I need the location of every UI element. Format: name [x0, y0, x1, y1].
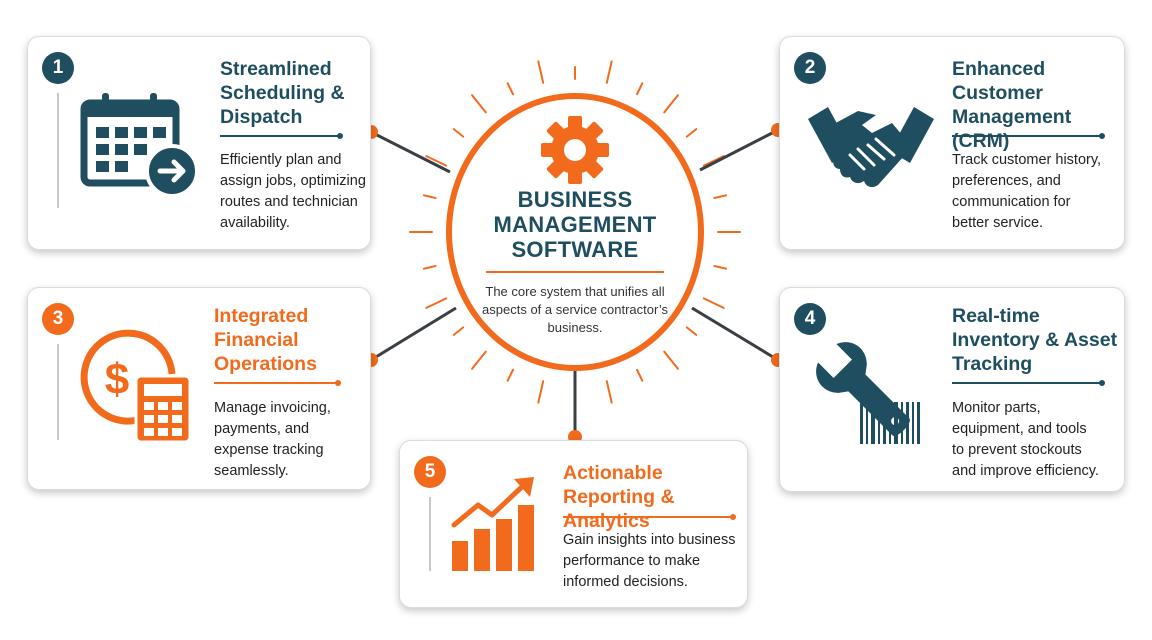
- sunburst-ray: [663, 94, 679, 114]
- sunburst-ray: [702, 297, 725, 309]
- connector-1: [370, 130, 451, 174]
- step-number-badge: 4: [794, 303, 826, 335]
- card-title-rule: [952, 133, 1105, 139]
- sunburst-ray: [537, 380, 545, 404]
- sunburst-ray: [422, 265, 437, 270]
- card-title-rule: [952, 380, 1105, 386]
- gear-icon: [541, 116, 609, 184]
- feature-card-reporting: 5 Actionable Reporting & Analytics Gain …: [399, 440, 748, 608]
- sunburst-ray: [713, 265, 728, 270]
- sunburst-ray: [663, 350, 679, 370]
- step-number-badge: 3: [42, 303, 74, 335]
- sunburst-ray: [452, 326, 465, 336]
- card-title: Streamlined Scheduling & Dispatch: [220, 58, 345, 128]
- wrench-barcode-icon: [816, 342, 920, 444]
- sunburst-ray: [471, 350, 487, 370]
- center-title: BUSINESS MANAGEMENT SOFTWARE: [493, 187, 657, 262]
- sunburst-ray: [685, 128, 698, 138]
- calendar-arrow-icon: [80, 93, 199, 197]
- feature-card-crm: 2 Enhanced Customer Management (CRM) Tra…: [779, 36, 1125, 250]
- step-number-badge: 5: [414, 456, 446, 488]
- center-description: The core system that unifies all aspects…: [482, 284, 668, 335]
- bar-chart-arrow-icon: [451, 477, 534, 571]
- sunburst-ray: [506, 82, 514, 96]
- card-title: Actionable Reporting & Analytics: [563, 462, 675, 532]
- sunburst-ray: [425, 155, 448, 167]
- dollar-calculator-icon: $: [80, 329, 192, 444]
- card-title-rule: [563, 514, 736, 520]
- card-vertical-line: [57, 344, 59, 440]
- card-description: Efficiently plan and assign jobs, optimi…: [220, 152, 366, 231]
- connector-4: [691, 306, 779, 362]
- sunburst-ray: [537, 60, 545, 84]
- card-title: Integrated Financial Operations: [214, 305, 317, 375]
- card-description: Monitor parts, equipment, and tools to p…: [952, 400, 1099, 479]
- card-description: Track customer history, preferences, and…: [952, 152, 1102, 231]
- center-hub: [446, 93, 704, 371]
- feature-card-scheduling: 1 Streamlined Scheduling & Dispatch Effi: [27, 36, 371, 250]
- sunburst-ray: [605, 380, 613, 404]
- svg-text:$: $: [105, 355, 129, 404]
- card-title-rule: [214, 380, 341, 386]
- center-divider: [486, 271, 664, 273]
- sunburst-ray: [471, 94, 487, 114]
- card-vertical-line: [57, 93, 59, 208]
- sunburst-ray: [702, 155, 725, 167]
- sunburst-ray: [685, 326, 698, 336]
- sunburst-ray: [425, 297, 448, 309]
- sunburst-rays: [409, 60, 741, 404]
- sunburst-ray: [713, 194, 728, 199]
- sunburst-ray: [636, 82, 644, 96]
- card-vertical-line: [429, 497, 431, 571]
- step-number-badge: 1: [42, 52, 74, 84]
- card-description: Gain insights into business performance …: [563, 532, 736, 590]
- sunburst-ray: [422, 194, 437, 199]
- feature-card-inventory: 4 Real-time Inventory & Asset Tracking M…: [779, 287, 1125, 492]
- sunburst-ray: [452, 128, 465, 138]
- card-title: Enhanced Customer Management (CRM): [952, 58, 1072, 152]
- sunburst-ray: [605, 60, 613, 84]
- sunburst-ray: [506, 368, 514, 382]
- card-title-rule: [220, 133, 343, 139]
- card-title: Real-time Inventory & Asset Tracking: [952, 305, 1118, 375]
- sunburst-ray: [636, 368, 644, 382]
- feature-card-financial: 3 $ Integrated Financial Operations Mana…: [27, 287, 371, 490]
- step-number-badge: 2: [794, 52, 826, 84]
- connector-3: [370, 306, 457, 362]
- card-description: Manage invoicing, payments, and expense …: [214, 400, 331, 479]
- handshake-icon: [808, 107, 934, 188]
- connector-2: [699, 128, 779, 172]
